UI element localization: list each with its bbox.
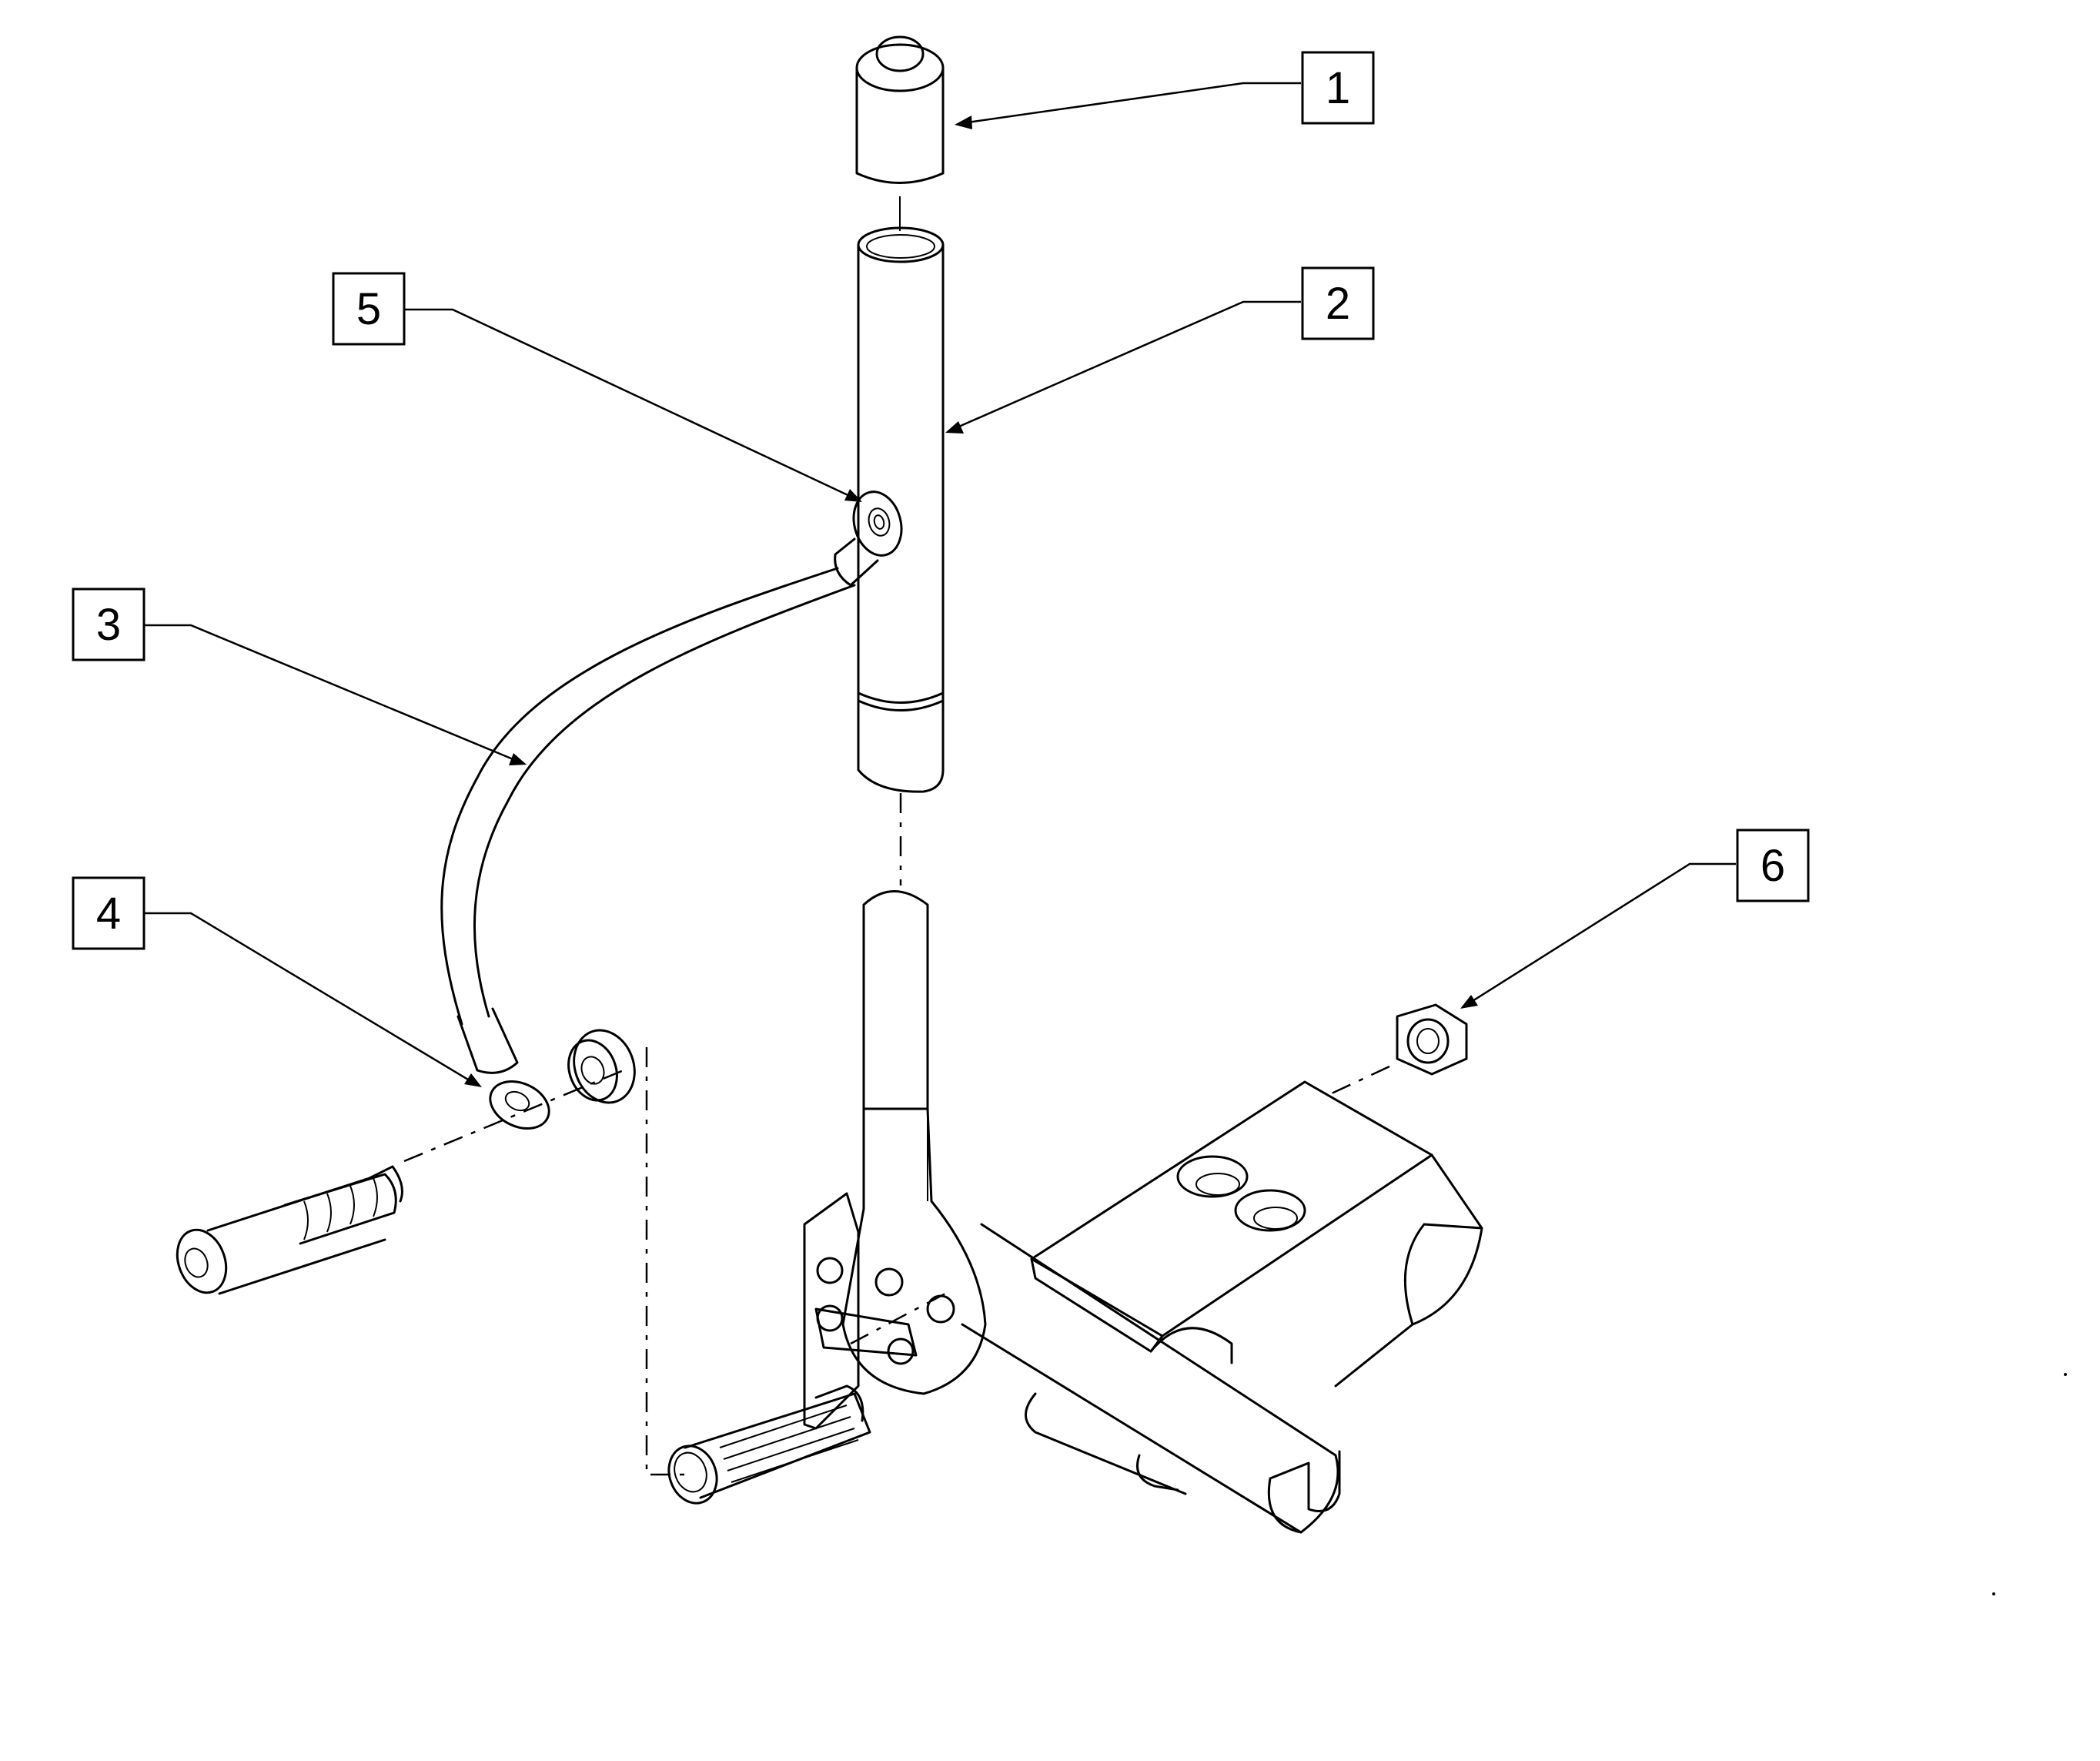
side-plate (803, 1192, 918, 1430)
callout-6: 6 (1460, 829, 1810, 1009)
callout-box (72, 876, 145, 950)
callout-3: 3 (72, 588, 527, 765)
callout-box (1736, 829, 1810, 902)
callout-box (1301, 266, 1375, 340)
callout-2: 2 (945, 266, 1375, 434)
callout-label: 5 (356, 284, 381, 334)
callout-box (332, 272, 406, 346)
callout-label: 4 (96, 889, 121, 939)
callout-box (72, 588, 145, 661)
nut-centerline (1331, 1065, 1390, 1095)
callout-label: 2 (1326, 279, 1350, 329)
vertical-tube (857, 226, 945, 793)
curved-strut (440, 537, 879, 1130)
tube-mount-stud (852, 490, 903, 557)
callout-1: 1 (955, 51, 1375, 129)
clamp-block (1030, 1080, 1483, 1388)
end-cap (855, 35, 945, 184)
assembly-path-line (645, 1047, 685, 1476)
lower-arm (841, 890, 987, 1395)
callout-label: 1 (1326, 63, 1350, 113)
spacer-washer (567, 1029, 636, 1104)
frame-tube (961, 1223, 1341, 1534)
lock-nut (1396, 1003, 1468, 1076)
pivot-centerline (850, 1292, 946, 1345)
stray-dot (2064, 1373, 2067, 1376)
callout-4: 4 (72, 876, 482, 1087)
callout-box (1301, 51, 1375, 125)
bolt-centerline (403, 1069, 624, 1163)
callout-label: 3 (96, 600, 121, 650)
callout-label: 6 (1761, 841, 1785, 891)
callout-5: 5 (332, 272, 862, 502)
bolt (176, 1165, 403, 1295)
stray-dot (1992, 1592, 1995, 1595)
axle-grip (667, 1384, 871, 1505)
